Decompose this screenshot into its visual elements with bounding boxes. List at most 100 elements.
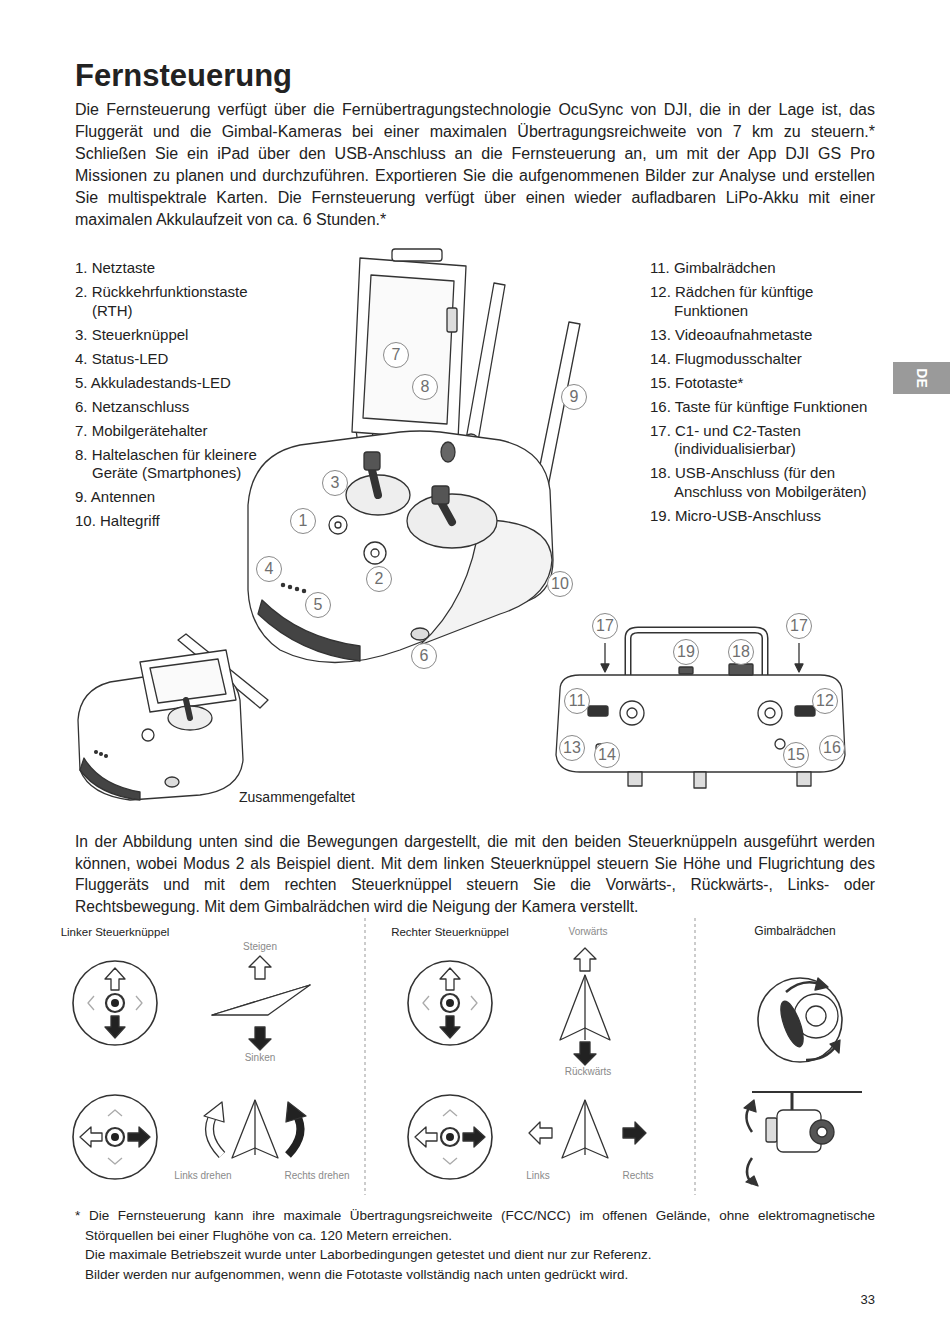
stick-diagram-part xyxy=(73,1095,157,1179)
remote-controller-part xyxy=(371,549,379,557)
stick-diagram-part xyxy=(415,1127,437,1147)
stick-diagram-part xyxy=(408,961,492,1045)
callout-number: 14 xyxy=(594,742,620,768)
remote-back-view-part xyxy=(601,664,609,672)
remote-back-view-part xyxy=(628,630,765,680)
part-list-item: 4. Status-LED xyxy=(75,350,280,369)
stick-diagram-part xyxy=(440,968,460,990)
remote-controller-part xyxy=(335,522,341,528)
stick-diagram-part xyxy=(560,975,610,1040)
gimbal-illustration-part xyxy=(776,999,807,1050)
remote-controller-part xyxy=(441,442,455,462)
remote-controller xyxy=(248,249,580,663)
footnote: Die maximale Betriebszeit wurde unter La… xyxy=(75,1245,875,1265)
callout-text: 14 xyxy=(598,747,616,763)
remote-controller-part xyxy=(372,470,378,495)
callout-number: 11 xyxy=(564,688,590,714)
motion-label: Rechts xyxy=(608,1170,668,1182)
gimbal-illustration-part xyxy=(758,978,842,1062)
gimbal-illustration-part xyxy=(817,1127,827,1137)
stick-diagram-part xyxy=(249,1027,271,1050)
stick-diagram-part-part xyxy=(443,1110,457,1116)
part-list-item: 15. Fototaste* xyxy=(650,374,880,393)
remote-controller-part xyxy=(288,585,291,588)
folded-remote-part xyxy=(150,659,226,703)
stick-diagram-part-part xyxy=(108,1110,122,1116)
callout-number: 18 xyxy=(728,639,754,665)
remote-controller-part xyxy=(441,502,452,522)
callout-text: 16 xyxy=(823,740,841,756)
callout-text: 10 xyxy=(551,576,569,592)
gimbal-illustration-part xyxy=(810,1120,834,1144)
remote-back-view-part xyxy=(795,664,803,672)
separator-line-part xyxy=(365,918,366,1195)
remote-back-view-part xyxy=(797,772,811,786)
callout-number: 1 xyxy=(290,508,316,534)
remote-back-view-part xyxy=(628,630,765,680)
remote-controller-part xyxy=(465,283,505,447)
part-list-item: 9. Antennen xyxy=(75,488,280,507)
page-number: 33 xyxy=(835,1292,875,1308)
stick-diagram-part xyxy=(623,1122,646,1144)
callout-text: 4 xyxy=(265,561,274,577)
stick-diagram-part xyxy=(105,1016,125,1038)
remote-controller-part xyxy=(392,249,442,261)
part-list-item: 3. Steuerknüppel xyxy=(75,326,280,345)
motion-label: Links drehen xyxy=(158,1170,248,1182)
remote-back-view-part xyxy=(627,708,637,718)
stick-diagram-part-part xyxy=(441,994,459,1012)
diagram-heading: Rechter Steuerknüppel xyxy=(385,926,515,939)
stick-diagram-part-part xyxy=(111,999,119,1007)
callout-text: 18 xyxy=(732,644,750,660)
folded-remote-part xyxy=(142,729,154,741)
stick-diagram-part xyxy=(574,1042,596,1065)
remote-controller-part xyxy=(281,583,284,586)
stick-diagram-part-part xyxy=(471,996,477,1010)
separator-line xyxy=(365,918,695,1195)
callout-text: 15 xyxy=(787,747,805,763)
part-list-item: 10. Haltegriff xyxy=(75,512,280,531)
callout-text: 19 xyxy=(677,644,695,660)
remote-back-view-part xyxy=(679,667,693,674)
stick-diagram-part-part xyxy=(446,999,454,1007)
separator-line-part xyxy=(695,918,696,1195)
stick-diagram-part xyxy=(249,956,271,979)
callout-text: 9 xyxy=(570,389,579,405)
part-list-item: 19. Micro-USB-Anschluss xyxy=(650,507,880,526)
remote-controller-part xyxy=(364,542,386,564)
stick-diagram-part xyxy=(584,1100,585,1155)
stick-diagram-part-part xyxy=(111,1133,119,1141)
folded-remote xyxy=(78,634,268,800)
callout-number: 13 xyxy=(559,735,585,761)
part-list-item: 17. C1- und C2-Tasten (individualisierba… xyxy=(650,422,850,459)
gimbal-illustration-part xyxy=(806,1046,836,1060)
gimbal-illustration-part xyxy=(815,978,828,990)
remote-controller-part xyxy=(295,587,298,590)
body-paragraph: In der Abbildung unten sind die Bewegung… xyxy=(75,831,875,917)
callout-number: 17 xyxy=(592,613,618,639)
remote-controller-part xyxy=(248,431,553,663)
remote-controller-part xyxy=(302,589,305,592)
diagram-heading: Gimbalrädchen xyxy=(735,924,855,938)
stick-diagram-part xyxy=(463,1127,485,1147)
part-list-item: 6. Netzanschluss xyxy=(75,398,280,417)
stick-diagram-part xyxy=(254,1100,255,1155)
stick-diagram-part xyxy=(440,1016,460,1038)
part-list-item: 13. Videoaufnahmetaste xyxy=(650,326,880,345)
language-tab: DE xyxy=(893,362,950,394)
remote-controller-part xyxy=(329,516,347,534)
stick-diagram-part xyxy=(232,1100,278,1158)
callout-number: 16 xyxy=(819,735,845,761)
callout-number: 3 xyxy=(322,470,348,496)
callout-text: 13 xyxy=(563,740,581,756)
gimbal-illustration-part xyxy=(746,1176,758,1186)
remote-back-view-part xyxy=(729,664,753,675)
motion-label: Rechts drehen xyxy=(272,1170,362,1182)
stick-diagram-part xyxy=(529,1122,552,1144)
folded-remote-part xyxy=(80,758,140,800)
motion-label: Sinken xyxy=(225,1052,295,1064)
folded-remote-part xyxy=(105,755,108,758)
part-list: 1. Netztaste2. Rückkehrfunktionstaste (R… xyxy=(75,259,285,536)
footnotes: * Die Fernsteuerung kann ihre maximale Ü… xyxy=(75,1206,875,1284)
